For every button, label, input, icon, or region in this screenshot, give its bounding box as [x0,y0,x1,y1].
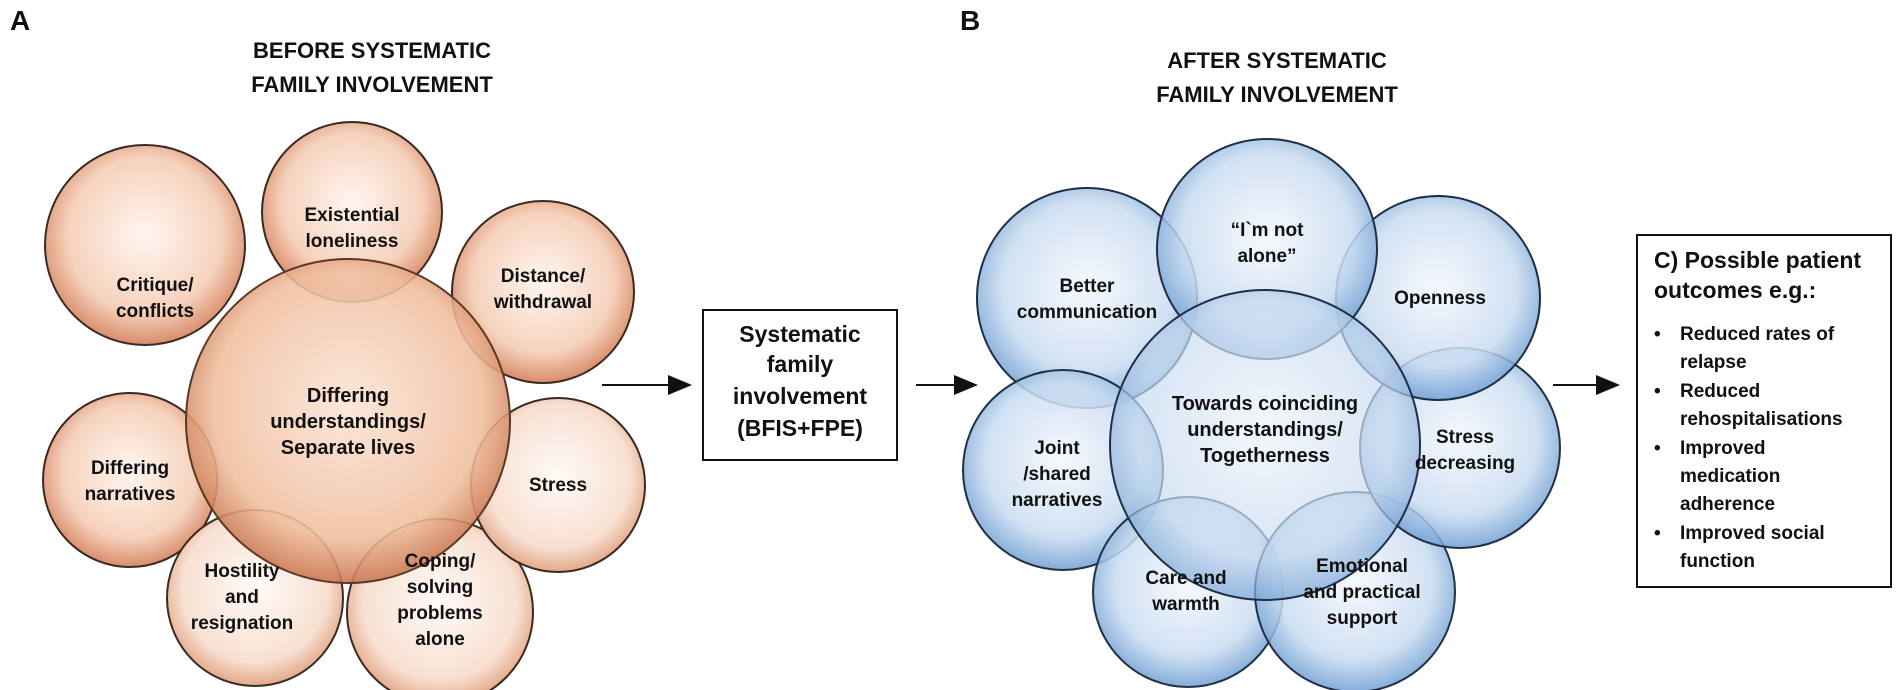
panel-b-emotional-2: and practical [1303,582,1420,603]
intervention-line2: family [767,351,834,377]
panel-b-heading-line1: AFTER SYSTEMATIC [1167,48,1387,73]
outcome-2-line1: Reduced [1680,381,1760,402]
panel-a-distance-2: withdrawal [493,292,592,313]
outcome-3-line2: medication [1680,466,1780,487]
panel-a-hostility-2: and [225,587,259,608]
outcome-1-bullet: • [1654,324,1661,345]
panel-a-letter: A [10,5,30,36]
outcome-1-line2: relapse [1680,352,1747,373]
panel-b-cluster [962,138,1561,690]
outcome-3-line1: Improved [1680,438,1766,459]
intervention-line4: (BFIS+FPE) [737,415,863,441]
panel-a-narratives-2: narratives [85,484,176,505]
panel-a-heading-line1: BEFORE SYSTEMATIC [253,38,491,63]
outcome-3-bullet: • [1654,438,1661,459]
panel-b-stress-1: Stress [1436,427,1494,448]
panel-b-joint-1: Joint [1034,438,1080,459]
outcomes-box [1636,234,1892,588]
panel-b-center-label-2: understandings/ [1187,419,1343,441]
panel-a-center-label-3: Separate lives [281,437,416,459]
panel-a-narratives-1: Differing [91,458,169,479]
panel-a-coping-1: Coping/ [405,551,476,572]
panel-b-heading-line2: FAMILY INVOLVEMENT [1156,82,1398,107]
outcome-4-line2: function [1680,551,1755,572]
panel-b-not-alone-1: “I`m not [1231,220,1304,241]
outcome-4-bullet: • [1654,523,1661,544]
outcome-4-line1: Improved social [1680,523,1825,544]
panel-b-joint-2: /shared [1023,464,1091,485]
panel-b-care-2: warmth [1151,594,1220,615]
panel-a-hostility-3: resignation [191,613,293,634]
panel-a-existential-1: Existential [304,205,399,226]
panel-a-circle-distance [451,200,635,384]
panel-b-stress-2: decreasing [1415,453,1515,474]
panel-a-center-label-2: understandings/ [270,411,426,433]
outcomes-list: • Reduced rates of relapse • Reduced reh… [1654,324,1843,572]
panel-b-center-label-1: Towards coinciding [1172,393,1358,415]
panel-b-emotional-3: support [1327,608,1398,629]
panel-a-critique-2: conflicts [116,301,194,322]
outcomes-title-2: outcomes e.g.: [1654,277,1816,303]
intervention-line1: Systematic [739,321,861,347]
panel-a-center-label-1: Differing [307,385,389,407]
panel-b-emotional-1: Emotional [1316,556,1408,577]
panel-a-cluster [42,121,646,690]
outcome-1-line1: Reduced rates of [1680,324,1835,345]
panel-b-letter: B [960,5,980,36]
panel-a-center-circle [185,258,511,584]
panel-a-circle-critique [44,144,246,346]
panel-b-openness: Openness [1394,288,1486,309]
outcome-3-line3: adherence [1680,494,1775,515]
panel-a-coping-3: problems [397,603,483,624]
outcomes-title-1: C) Possible patient [1654,247,1861,273]
panel-b-not-alone-2: alone” [1237,246,1296,267]
panel-a-existential-2: loneliness [306,231,399,252]
outcome-2-line2: rehospitalisations [1680,409,1843,430]
panel-b-communication-1: Better [1060,276,1116,297]
panel-b-communication-2: communication [1017,302,1157,323]
panel-a-hostility-1: Hostility [205,561,280,582]
panel-b-joint-3: narratives [1012,490,1103,511]
panel-b-center-circle [1109,289,1421,601]
panel-b-center-label-3: Togetherness [1200,445,1330,467]
panel-a-coping-4: alone [415,629,465,650]
intervention-line3: involvement [733,383,868,409]
panel-a-heading-line2: FAMILY INVOLVEMENT [251,72,493,97]
panel-a-critique-1: Critique/ [116,275,194,296]
panel-b-care-1: Care and [1145,568,1226,589]
intervention-box [702,309,898,461]
panel-a-stress: Stress [529,475,587,496]
panel-a-coping-2: solving [407,577,474,598]
panel-a-distance-1: Distance/ [501,266,586,287]
outcome-2-bullet: • [1654,381,1661,402]
